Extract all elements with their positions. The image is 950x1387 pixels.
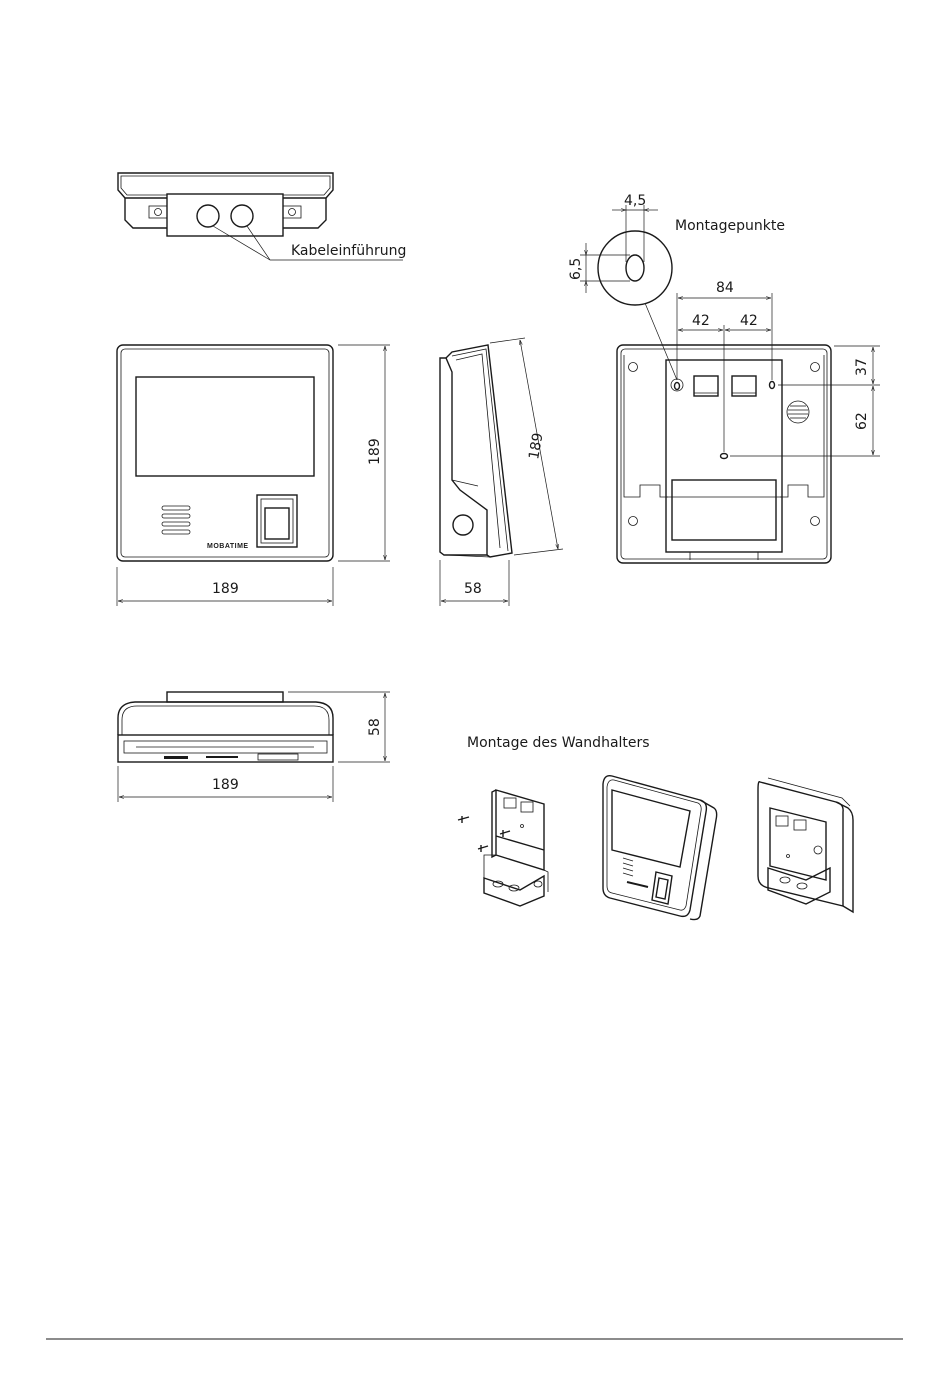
side-view: 189 58 <box>440 338 563 606</box>
brand-logo: MOBATIME <box>207 543 249 550</box>
front-view: MOBATIME 189 189 <box>117 345 390 606</box>
rear-view: 4,5 6,5 Montagepunkte 84 42 42 37 62 <box>568 193 880 563</box>
side-depth-dim: 58 <box>464 581 482 597</box>
hole-spacing-total-dim: 84 <box>716 280 734 296</box>
bracket-mounting-step-1 <box>458 790 548 906</box>
bracket-mounting-step-3 <box>758 778 853 912</box>
front-width-dim: 189 <box>212 581 239 597</box>
mounting-hole-detail <box>598 231 672 305</box>
wall-bracket-mounting-label: Montage des Wandhalters <box>467 735 650 751</box>
cable-entry-label: Kabeleinführung <box>291 243 406 259</box>
side-height-dim: 189 <box>526 432 546 461</box>
mounting-hole-right <box>770 382 775 389</box>
hole-spacing-right-dim: 42 <box>740 313 758 329</box>
display-screen <box>136 377 314 476</box>
front-height-dim: 189 <box>367 438 383 465</box>
hole-spacing-left-dim: 42 <box>692 313 710 329</box>
rear-speaker-grille <box>787 401 809 423</box>
mounting-hole-left <box>675 383 680 390</box>
hole-width-dim: 4,5 <box>624 193 646 209</box>
hole-top-offset-dim: 37 <box>854 358 870 376</box>
hole-height-dim: 6,5 <box>568 258 584 280</box>
hole-vertical-distance-dim: 62 <box>854 412 870 430</box>
bottom-depth-dim: 58 <box>367 718 383 736</box>
mounting-points-label: Montagepunkte <box>675 218 785 234</box>
fingerprint-reader <box>257 495 297 547</box>
bracket-mounting-step-2 <box>603 776 717 920</box>
speaker-grille <box>162 506 190 534</box>
bottom-view: 189 58 <box>118 692 390 802</box>
top-view: Kabeleinführung <box>118 173 406 260</box>
bottom-width-dim: 189 <box>212 777 239 793</box>
mounting-hole-bottom <box>721 454 728 459</box>
